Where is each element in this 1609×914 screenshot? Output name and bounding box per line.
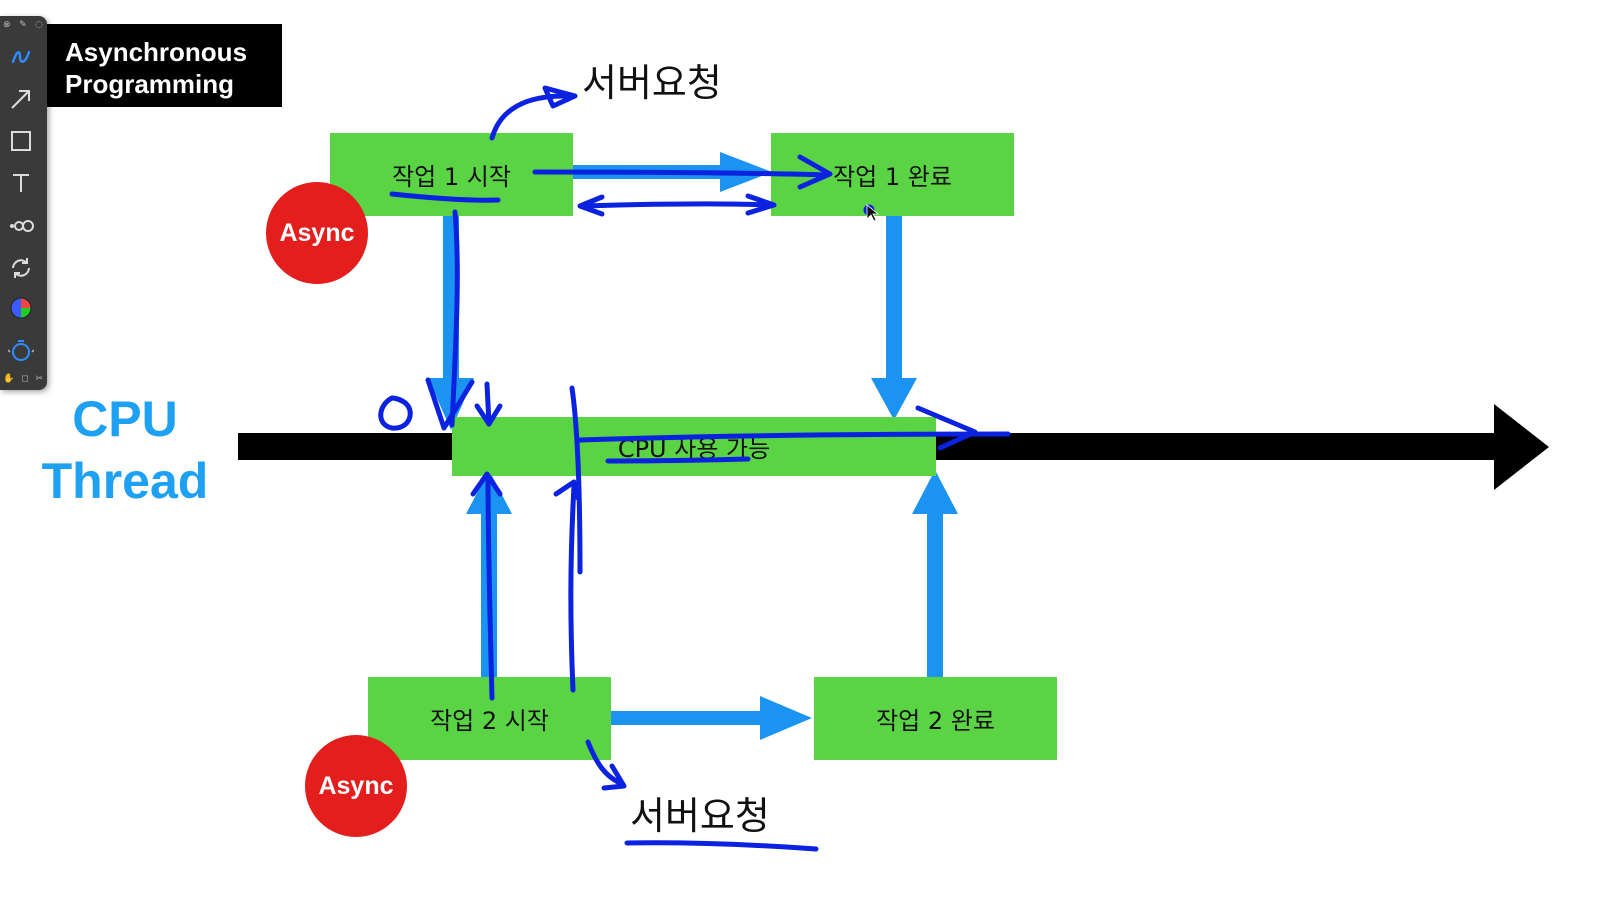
- ink-arrowhead-task1-down: [425, 377, 475, 431]
- arrow-icon[interactable]: [6, 84, 36, 114]
- flow-arrow-task2-shaft: [611, 711, 771, 725]
- rectangle-icon[interactable]: [6, 126, 36, 156]
- ink-small-down-arrow: [484, 381, 492, 427]
- ink-arrowhead-task2-up-2: [553, 479, 581, 501]
- cpu-label-line1: CPU: [72, 391, 178, 447]
- ink-circle-mark: [378, 395, 413, 431]
- ink-arrowhead-task2-up: [470, 471, 503, 497]
- flow-arrow-task2done-up-shaft: [927, 510, 943, 678]
- ink-arrowhead-cpu: [915, 405, 978, 451]
- flow-arrow-task1done-down-head: [871, 378, 917, 420]
- cpu-thread-label: CPU Thread: [30, 388, 220, 512]
- ink-double-arrow: [579, 201, 775, 209]
- ink-small-down-arrowhead: [474, 403, 503, 427]
- link-icon[interactable]: [6, 211, 36, 241]
- box-task1-start: 작업 1 시작: [330, 133, 573, 216]
- async-badge-bottom: Async: [305, 735, 407, 837]
- ink-underline-server-bottom: [624, 840, 819, 852]
- box-task1-done-label: 작업 1 완료: [833, 163, 952, 191]
- ink-double-arrow-right-head: [745, 193, 777, 216]
- ink-arrowhead-task1-to-done: [797, 154, 833, 190]
- ink-double-arrow-left-head: [577, 194, 605, 217]
- toolbar-bottom-controls[interactable]: ✋ ◻ ✂: [3, 374, 43, 386]
- note-server-request-bottom: 서버요청: [630, 794, 770, 838]
- cpu-timeline-arrowhead: [1494, 404, 1549, 490]
- box-task2-done-label: 작업 2 완료: [876, 707, 995, 735]
- ink-arrow-to-server-bottom: [585, 739, 625, 787]
- ink-arrow-to-server-top: [489, 93, 571, 141]
- box-task2-start-label: 작업 2 시작: [430, 707, 549, 735]
- flow-arrow-task2-head: [760, 696, 812, 740]
- hand-small-icon[interactable]: ✋: [3, 374, 15, 384]
- color-wheel-icon[interactable]: [6, 293, 36, 323]
- close-small-icon[interactable]: ⊗: [3, 20, 11, 30]
- note-server-request-top: 서버요청: [582, 61, 722, 105]
- edit-small-icon[interactable]: ✎: [19, 20, 27, 30]
- async-badge-bottom-label: Async: [318, 771, 394, 800]
- async-badge-top-label: Async: [279, 218, 355, 247]
- box-task1-start-label: 작업 1 시작: [392, 163, 511, 191]
- slide-title: Asynchronous Programming: [47, 24, 282, 107]
- pen-icon[interactable]: [6, 42, 36, 72]
- crop-small-icon[interactable]: ◻: [21, 374, 29, 384]
- slide-title-line1: Asynchronous: [65, 37, 248, 67]
- drawing-toolbar: ⊗ ✎ ◌ ✋ ◻ ✂: [0, 16, 47, 390]
- cpu-label-line2: Thread: [41, 453, 209, 509]
- ink-line-task2-up: [485, 475, 495, 701]
- ink-arrowhead-server-bottom: [601, 763, 627, 791]
- ink-arrow-task1-to-done: [532, 169, 829, 178]
- scissors-small-icon[interactable]: ✂: [35, 374, 43, 384]
- box-task2-done: 작업 2 완료: [814, 677, 1057, 760]
- slide-title-line2: Programming: [65, 69, 235, 99]
- ink-arrow-cpu: [577, 431, 1011, 443]
- text-icon[interactable]: [6, 168, 36, 198]
- mouse-cursor-icon: [866, 204, 880, 222]
- box-cpu-available: CPU 사용 가능: [452, 417, 936, 476]
- ink-line-task1-down: [449, 209, 460, 428]
- timer-icon[interactable]: [6, 336, 36, 366]
- flow-arrow-task2done-up-head: [912, 470, 958, 514]
- ink-line-task2-up-2: [568, 483, 577, 693]
- ink-underline-cpu: [605, 456, 751, 464]
- flow-arrow-task1done-down-shaft: [886, 216, 902, 384]
- options-small-icon[interactable]: ◌: [35, 20, 43, 30]
- async-badge-top: Async: [266, 182, 368, 284]
- ink-divider-line: [569, 385, 583, 575]
- ink-arrowhead-server-top: [542, 85, 578, 109]
- ink-underline-task1-start: [389, 191, 501, 203]
- rotate-icon[interactable]: [6, 253, 36, 283]
- toolbar-window-controls[interactable]: ⊗ ✎ ◌: [3, 20, 43, 32]
